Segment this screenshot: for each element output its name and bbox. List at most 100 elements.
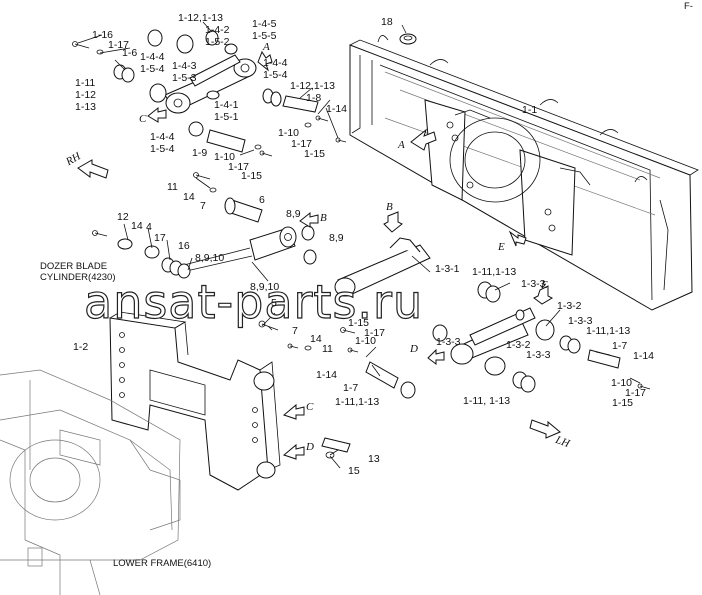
callout-label: 1-3-3 [526, 349, 551, 361]
lower-frame-caption: LOWER FRAME(6410) [113, 558, 211, 569]
callout-label: 1-4-4 [150, 131, 175, 143]
callout-label: 1-3-3 [521, 278, 546, 290]
callout-label: 1-3-1 [435, 263, 460, 275]
lower-frame-6410 [0, 369, 181, 595]
callout-label: 1-11,1-13 [335, 396, 379, 408]
callout-label: 14 [310, 333, 322, 345]
callout-label: 1-2 [73, 341, 88, 353]
callout-label: 1-3-3 [436, 336, 461, 348]
callout-label: 8,9 [286, 208, 301, 220]
small-bolts-upper [72, 41, 347, 193]
view-marker-e-link: E [540, 279, 548, 291]
small-fasteners-lower [258, 320, 377, 358]
callout-label: 1-15 [304, 148, 325, 160]
rh-label: RH [63, 150, 83, 169]
lower-link-assembly [334, 237, 555, 376]
callout-label: 13 [368, 453, 380, 465]
callout-label: 1-4-4 [263, 57, 288, 69]
callout-label: 1-11,1-13 [586, 325, 630, 337]
callout-label: 1-15 [612, 397, 633, 409]
callout-label: 1-7 [612, 340, 627, 352]
callout-label: 6 [259, 194, 265, 206]
callout-label: 1-3-2 [506, 339, 531, 351]
callout-label: 1-7 [343, 382, 358, 394]
callout-label: 1-10 [278, 127, 299, 139]
callout-label: 8,9 [329, 232, 344, 244]
dozer-blade-1-1 [349, 35, 699, 311]
callout-label: 8,9,10 [250, 281, 279, 293]
view-marker-d-link: D [409, 343, 418, 355]
callout-label: 1-12,1-13 [178, 12, 223, 24]
leader-lines [77, 21, 641, 469]
cylinder-caption-line1: DOZER BLADE [40, 261, 107, 272]
pin-6-and-cylinder-end [179, 197, 297, 273]
callout-label: 1-15 [348, 317, 369, 329]
callout-label: 7 [292, 325, 298, 337]
callout-label: 11 [167, 181, 178, 193]
callout-label: 1-14 [316, 369, 337, 381]
callout-label: 1-14 [326, 103, 347, 115]
callout-label: 17 [154, 232, 166, 244]
callout-label: 18 [381, 16, 393, 28]
callout-label: 1-5-4 [150, 143, 175, 155]
callout-label: 1-5-2 [205, 36, 230, 48]
callout-label: 1-11, 1-13 [463, 395, 510, 407]
rh-arrow [77, 159, 109, 179]
callout-label: 14 [131, 220, 143, 232]
callout-label: 1-9 [192, 147, 207, 159]
callout-label: 1-1 [522, 104, 537, 116]
callout-label: 1-17 [291, 138, 312, 150]
callout-label: 1-4-1 [214, 99, 239, 111]
callout-label: 1-5-4 [263, 69, 288, 81]
callout-label: 14 [183, 191, 195, 203]
callout-label: 1-4-3 [172, 60, 197, 72]
callout-label: 1-10 [611, 377, 632, 389]
callout-label: 1-17 [228, 161, 249, 173]
callout-label: 1-5-5 [252, 30, 277, 42]
callout-label: 1-10 [214, 151, 235, 163]
callout-label: 1-13 [75, 101, 96, 113]
view-marker-b-link: B [386, 201, 393, 213]
callout-label: 1-3-3 [568, 315, 593, 327]
upper-bushings [113, 29, 282, 137]
callout-label: 11 [322, 343, 333, 355]
callout-label: 1-11 [75, 77, 95, 89]
rings-lower-right [365, 281, 651, 399]
callout-label: 1-15 [241, 170, 262, 182]
callout-label: 1-6 [122, 47, 137, 59]
callout-label: 7 [200, 200, 206, 212]
rings-center [92, 225, 317, 279]
callout-label: 1-17 [108, 39, 129, 51]
callout-label: 1-17 [625, 387, 646, 399]
callout-label: 1-5-3 [172, 72, 197, 84]
callout-label: 1-8 [306, 92, 321, 104]
callout-label: 1-11,1-13 [472, 266, 516, 278]
watermark-text: ansat-parts.ru [84, 275, 423, 329]
callout-label: 1-4-2 [205, 24, 230, 36]
frame-bracket-1-2 [109, 311, 351, 491]
lh-label: LH [553, 434, 572, 451]
callout-label: 5 [271, 297, 277, 309]
part-18 [399, 33, 417, 45]
cylinder-caption-line2: CYLINDER(4230) [40, 272, 116, 283]
callout-label: 1-4-4 [140, 51, 165, 63]
callout-label: 1-12 [75, 89, 96, 101]
callout-label: 1-16 [92, 29, 113, 41]
callout-label: 1-3-2 [557, 300, 582, 312]
callout-label: 4 [146, 221, 152, 233]
view-marker-b-center: B [320, 212, 327, 224]
corner-mark: F- [684, 1, 693, 12]
view-marker-c-upper: C [139, 113, 147, 125]
callout-label: 1-14 [633, 350, 654, 362]
callout-label: 1-17 [364, 327, 385, 339]
callout-label: 1-12,1-13 [290, 80, 335, 92]
view-marker-d-frame: D [305, 441, 314, 453]
callout-label: 16 [178, 240, 190, 252]
callout-label: 1-5-4 [140, 63, 165, 75]
callout-label: 1-5-1 [214, 111, 239, 123]
callout-labels: 1-16 1-17 1-6 1-12,1-13 1-4-2 1-5-2 1-4-… [73, 12, 654, 477]
view-marker-e-blade: E [497, 241, 505, 253]
callout-label: 12 [117, 211, 129, 223]
callout-label: 15 [348, 465, 360, 477]
